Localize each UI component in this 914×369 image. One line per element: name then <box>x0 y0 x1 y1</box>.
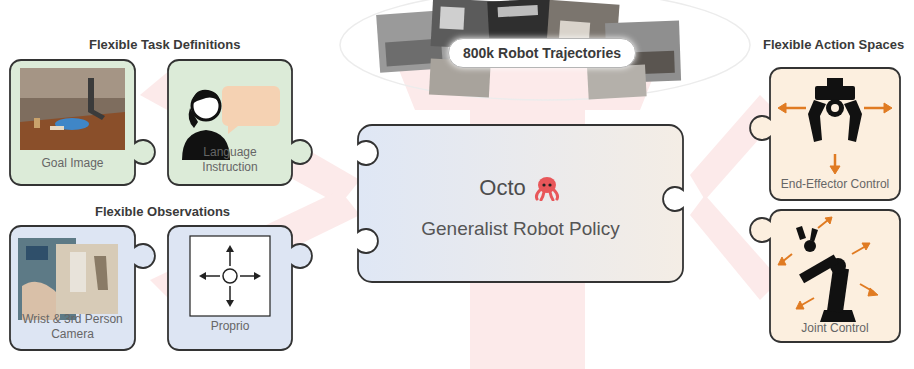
piece-label: Wrist & 3rd Person Camera <box>17 312 129 342</box>
observation-piece: Proprio <box>168 226 292 350</box>
policy-subtitle: Generalist Robot Policy <box>421 217 620 240</box>
piece-label: Goal Image <box>41 156 103 171</box>
action-piece: Joint Control <box>770 210 900 342</box>
octopus-icon <box>532 175 562 201</box>
piece-label: Language Instruction <box>180 145 280 175</box>
piece-label: End-Effector Control <box>781 177 890 192</box>
section-heading: Flexible Action Spaces <box>763 37 904 52</box>
action-piece: End-Effector Control <box>770 68 900 200</box>
piece-label: Joint Control <box>801 321 868 336</box>
piece-label: Proprio <box>211 319 250 334</box>
policy-piece: Octo Generalist Robot Policy <box>358 125 683 282</box>
puzzle-outline <box>336 123 705 284</box>
task-piece: Language Instruction <box>168 60 292 185</box>
task-piece: Goal Image <box>10 60 135 185</box>
section-heading: Flexible Observations <box>95 204 230 219</box>
dataset-pill: 800k Robot Trajectories <box>448 38 636 68</box>
observation-piece: Wrist & 3rd Person Camera <box>10 226 135 350</box>
policy-name: Octo <box>479 175 525 201</box>
dataset-label: 800k Robot Trajectories <box>463 45 621 62</box>
section-heading: Flexible Task Definitions <box>89 37 240 52</box>
